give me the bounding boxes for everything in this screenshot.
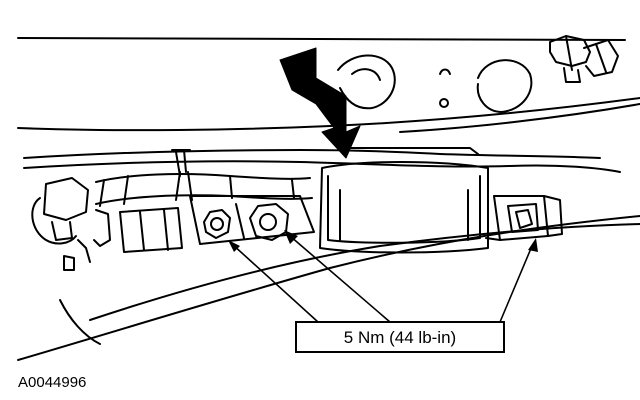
torque-callout-box bbox=[295, 321, 505, 353]
torque-callout-label: 5 Nm (44 lb-in) bbox=[344, 328, 456, 347]
lower-body-edge bbox=[17, 215, 640, 361]
leader-arrowheads bbox=[228, 230, 538, 252]
connector-clip-left bbox=[31, 177, 111, 271]
mounting-bracket bbox=[119, 195, 315, 253]
panel-hole-2 bbox=[476, 59, 533, 113]
panel-hole-1 bbox=[337, 54, 396, 110]
leader-line-bolt-2 bbox=[289, 235, 391, 323]
mounting-bolt-1 bbox=[203, 209, 231, 239]
leader-line-bolt-1 bbox=[231, 243, 319, 323]
hose-bundle-lower bbox=[23, 160, 621, 173]
figure-id: A0044996 bbox=[18, 374, 86, 391]
lower-body-inner-edge bbox=[89, 223, 640, 321]
panel-hole-1-inner bbox=[351, 68, 381, 81]
leader-lines bbox=[231, 235, 533, 323]
mounting-bolt-2 bbox=[249, 203, 289, 241]
arrowhead-bolt-1 bbox=[228, 240, 240, 252]
emphasis-arrow bbox=[279, 47, 361, 159]
panel-hole-3 bbox=[439, 68, 451, 75]
hose-bundle-upper bbox=[23, 149, 601, 159]
arrowhead-clip bbox=[528, 238, 538, 252]
stud-bolt-top-right bbox=[549, 35, 619, 83]
wiring-harness bbox=[95, 149, 313, 207]
upper-panel-edge bbox=[17, 97, 640, 132]
upper-body-outline bbox=[17, 37, 626, 41]
arrowhead-bolt-2 bbox=[284, 230, 298, 244]
panel-hole-small bbox=[439, 98, 449, 108]
left-body-contour bbox=[59, 299, 101, 345]
upper-panel-inner-edge bbox=[399, 103, 640, 133]
leader-line-clip bbox=[499, 245, 533, 323]
